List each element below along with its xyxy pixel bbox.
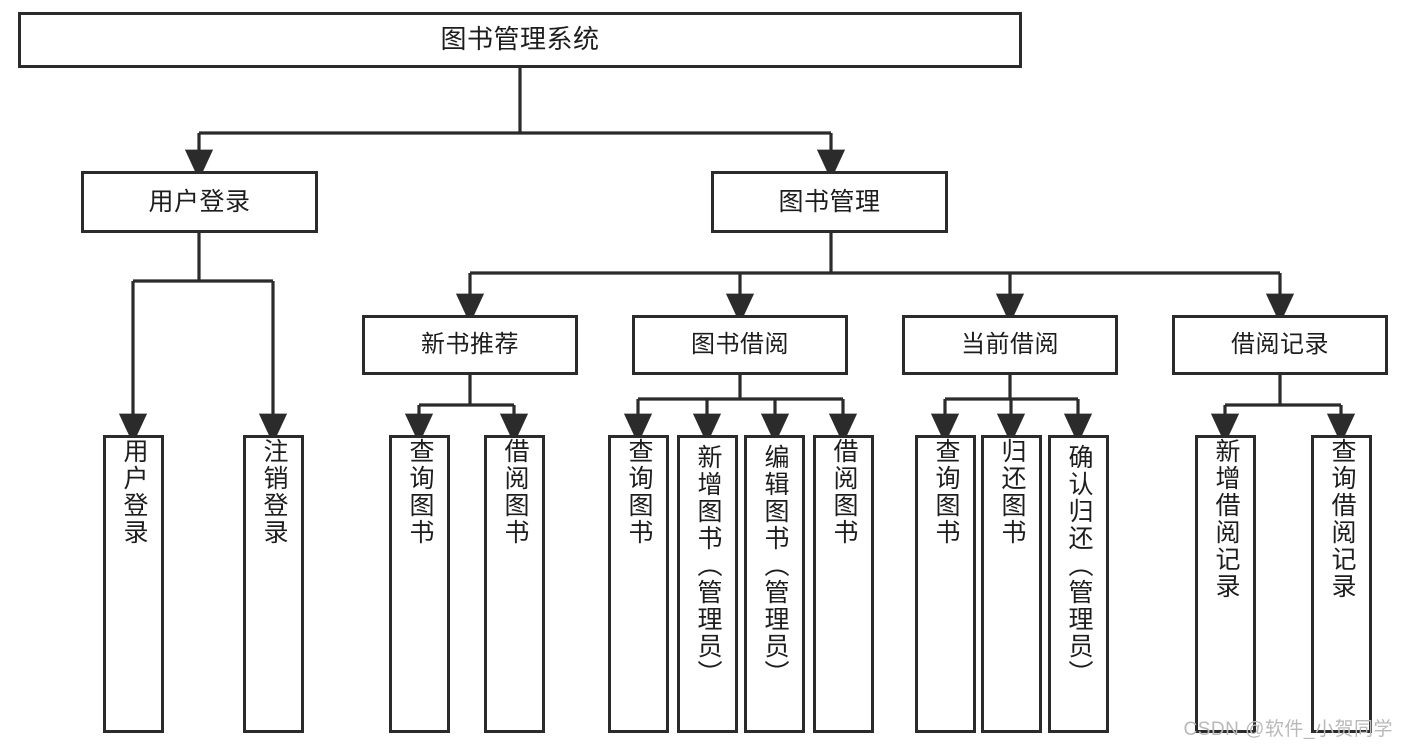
leaf-query-book-recommend[interactable]: 查询图书 [389, 435, 450, 733]
leaf-borrow-book-recommend[interactable]: 借阅图书 [484, 435, 545, 733]
node-borrow-record[interactable]: 借阅记录 [1172, 315, 1388, 375]
node-book-management[interactable]: 图书管理 [711, 171, 948, 233]
node-label: 图书管理系统 [440, 24, 600, 55]
node-label: 用户登录 [120, 438, 148, 546]
node-label: 查询图书 [625, 438, 653, 546]
node-label: 查询借阅记录 [1328, 438, 1356, 600]
leaf-borrow-book[interactable]: 借阅图书 [813, 435, 874, 733]
leaf-query-book-current[interactable]: 查询图书 [915, 435, 976, 733]
node-current-borrow[interactable]: 当前借阅 [902, 315, 1118, 375]
node-user-login[interactable]: 用户登录 [81, 171, 318, 233]
node-label: 借阅记录 [1231, 331, 1329, 359]
node-new-book-recommend[interactable]: 新书推荐 [362, 315, 578, 375]
node-label: 新书推荐 [421, 331, 519, 359]
node-label: 图书管理 [778, 187, 881, 216]
node-label: 查询图书 [406, 438, 434, 546]
node-label: 当前借阅 [961, 331, 1059, 359]
node-label: 图书借阅 [691, 331, 789, 359]
node-label: 新增图书（管理员） [694, 444, 722, 687]
node-label: 新增借阅记录 [1212, 438, 1240, 600]
leaf-logout[interactable]: 注销登录 [243, 435, 304, 733]
node-label: 借阅图书 [501, 438, 529, 546]
node-label: 确认归还（管理员） [1065, 444, 1093, 687]
node-label: 借阅图书 [830, 438, 858, 546]
node-label: 编辑图书（管理员） [761, 444, 789, 687]
node-label: 归还图书 [998, 438, 1026, 546]
node-label: 注销登录 [260, 438, 288, 546]
leaf-query-borrow-record[interactable]: 查询借阅记录 [1311, 435, 1372, 733]
leaf-add-borrow-record[interactable]: 新增借阅记录 [1195, 435, 1256, 733]
node-root-book-management-system[interactable]: 图书管理系统 [18, 12, 1022, 68]
leaf-return-book[interactable]: 归还图书 [981, 435, 1042, 733]
leaf-user-login[interactable]: 用户登录 [103, 435, 164, 733]
node-book-borrow[interactable]: 图书借阅 [632, 315, 848, 375]
leaf-confirm-return-admin[interactable]: 确认归还（管理员） [1048, 435, 1109, 733]
node-label: 用户登录 [148, 187, 251, 216]
node-label: 查询图书 [932, 438, 960, 546]
leaf-query-book-borrow[interactable]: 查询图书 [608, 435, 669, 733]
leaf-add-book-admin[interactable]: 新增图书（管理员） [677, 435, 738, 733]
leaf-edit-book-admin[interactable]: 编辑图书（管理员） [744, 435, 805, 733]
